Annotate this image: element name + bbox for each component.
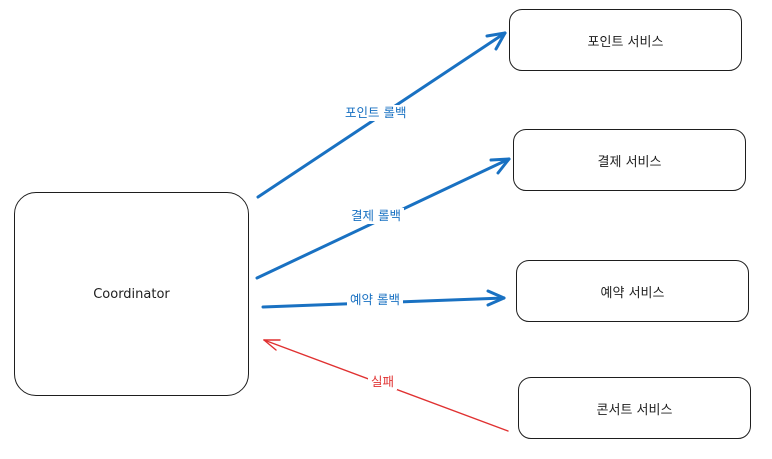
concert-service-node: 콘서트 서비스 [518,377,751,439]
point-service-label: 포인트 서비스 [587,34,664,50]
payment-rollback-label: 결제 롤백 [348,208,404,224]
reservation-service-node: 예약 서비스 [516,260,749,322]
failure-label: 실패 [368,374,398,390]
payment-service-node: 결제 서비스 [513,129,746,191]
reservation-rollback-label: 예약 롤백 [347,292,403,308]
concert-service-label: 콘서트 서비스 [596,402,673,418]
coordinator-node: Coordinator [14,192,249,396]
payment-service-label: 결제 서비스 [597,154,662,170]
coordinator-label: Coordinator [93,286,170,302]
point-rollback-label: 포인트 롤백 [342,105,410,121]
reservation-service-label: 예약 서비스 [600,285,665,301]
point-service-node: 포인트 서비스 [509,9,742,71]
